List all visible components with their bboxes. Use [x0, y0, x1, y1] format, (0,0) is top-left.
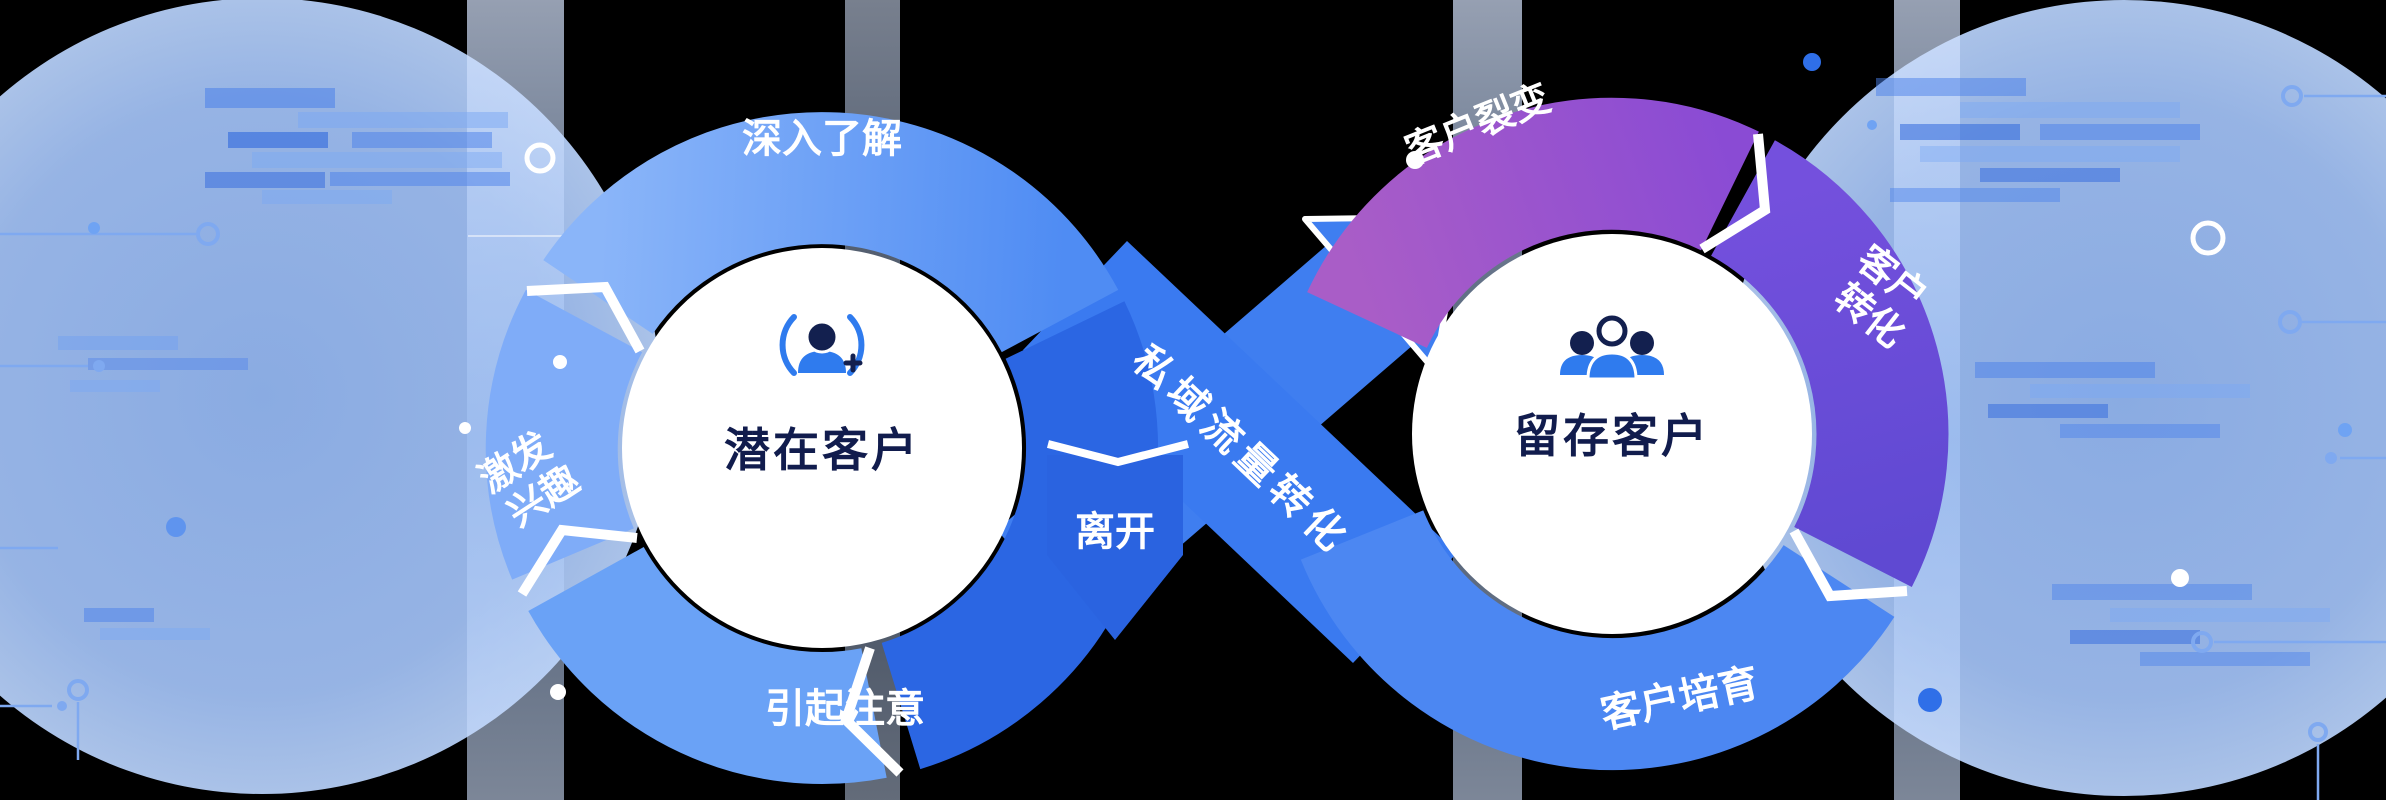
right-hub [1412, 234, 1812, 634]
circuit-lines-left [0, 222, 220, 760]
right-ring-segment-bottom [1300, 509, 1895, 771]
circuit-lines-right [2191, 85, 2386, 800]
prospect-search-icon [779, 314, 865, 376]
right-ring-segment-top [1307, 97, 1759, 349]
glitch-pixels-bottom-right [2052, 584, 2330, 666]
user-group-icon [1560, 315, 1664, 381]
left-ring-segment-bottom [528, 545, 887, 785]
exit-chevron [1047, 440, 1189, 467]
label-deep-understanding: 深入了解 [742, 117, 902, 161]
right-hub-label: 留存客户 [1514, 410, 1710, 462]
glitch-pixels-top-left [205, 88, 510, 204]
right-ring [1300, 97, 1949, 771]
glitch-pixels-top-right [1876, 78, 2200, 202]
glitch-pixels-left [58, 336, 248, 640]
decor-dots [88, 53, 2352, 712]
left-hub [622, 248, 1022, 648]
left-ring-chevrons [517, 281, 904, 777]
left-hub-label: 潜在客户 [724, 424, 920, 476]
glitch-pixels-mid-right [1975, 362, 2250, 438]
right-ring-segment-right [1709, 140, 1949, 587]
label-leave: 离开 [1075, 510, 1155, 554]
right-ring-chevrons [1699, 133, 1908, 602]
label-attract-attention: 引起注意 [765, 687, 925, 731]
junction-dot [1406, 151, 1424, 169]
junction-dot [553, 355, 567, 369]
left-ring-segment-top [543, 112, 1119, 354]
left-ring-segment-left [485, 289, 643, 580]
exit-arrow [1047, 440, 1189, 640]
